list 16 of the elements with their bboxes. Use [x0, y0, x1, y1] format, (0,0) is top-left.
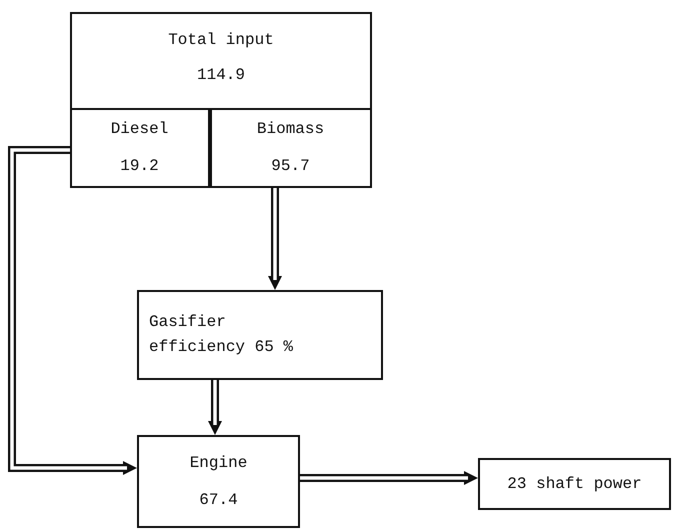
box-value: 67.4 — [199, 490, 238, 510]
box-label: Biomass — [256, 118, 324, 140]
box-label: Total input — [168, 30, 274, 51]
box-value: 19.2 — [120, 156, 159, 176]
process-box — [478, 458, 671, 510]
process-box — [137, 435, 300, 528]
process-box — [210, 108, 372, 188]
box-label: 23 shaft power — [507, 474, 642, 495]
box-value: 114.9 — [196, 64, 245, 86]
box-label: Gasifier efficiency 65 % — [149, 312, 294, 358]
process-box — [70, 108, 210, 188]
process-box — [70, 12, 372, 188]
process-box — [137, 290, 383, 380]
box-label: Diesel — [110, 118, 168, 140]
box-value: 95.7 — [271, 156, 310, 176]
box-label: Engine — [190, 452, 248, 474]
